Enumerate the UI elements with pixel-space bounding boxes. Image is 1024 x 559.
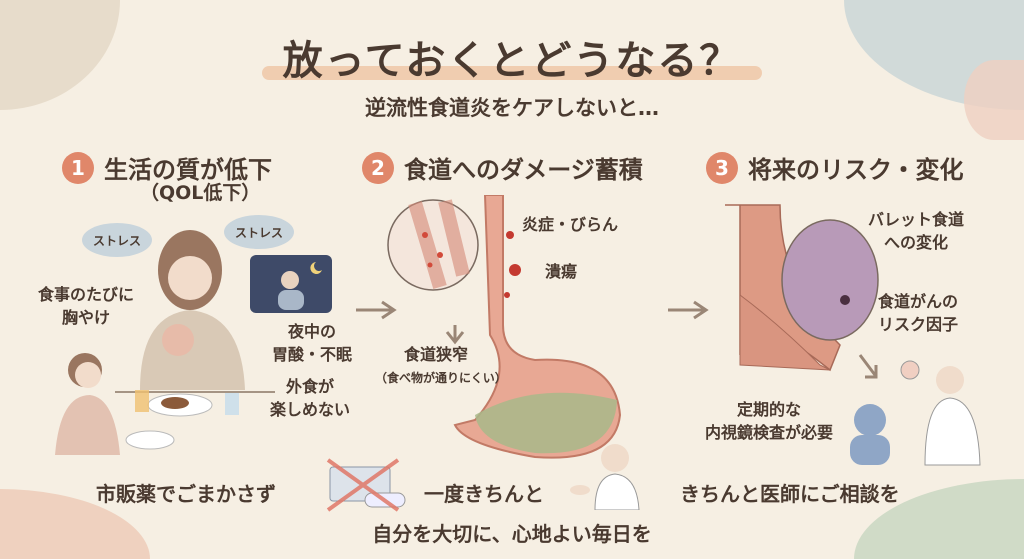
eating-out-label: 外食が楽しめない: [270, 377, 351, 420]
patient: [854, 404, 886, 436]
arrow-down-icon: [445, 325, 465, 345]
speech-bubble-icon: [900, 360, 920, 380]
night-acid-label: 夜中の胃酸・不眠: [272, 322, 353, 365]
stress-bubble: ストレス: [224, 215, 294, 249]
page-subtitle: 逆流性食道炎をケアしないと…: [365, 96, 659, 120]
section-number: 3: [706, 151, 738, 184]
section-title: 食道へのダメージ蓄積: [404, 156, 643, 184]
title-underline: [262, 66, 762, 80]
arrow-right-icon: [356, 300, 397, 320]
crossed-medicine-icon: [326, 458, 406, 512]
stress-bubble: ストレス: [82, 223, 152, 257]
arrow-down-icon: [858, 354, 878, 379]
section-1-subtitle: （QOL低下）: [140, 182, 261, 204]
once-properly-text: 一度きちんと: [424, 482, 544, 506]
inflammation-label: 炎症・びらん: [522, 215, 619, 234]
stricture-label: 食道狭窄: [404, 345, 469, 364]
no-otc-text: 市販薬でごまかさず: [96, 482, 276, 506]
woman-sweater: [140, 310, 245, 390]
watercolor-top-right-pink: [964, 60, 1024, 140]
doctor-icon: [570, 444, 640, 510]
section-3-header: 3 将来のリスク・変化: [706, 150, 964, 185]
stomach: [453, 195, 622, 459]
consult-doctor-text: きちんと医師にご相談を: [680, 482, 900, 506]
esophagus-stomach-illustration: [387, 195, 622, 459]
heartburn-label: 食事のたびに胸やけ: [38, 285, 135, 328]
closing-message: 自分を大切に、心地よい毎日を: [372, 522, 652, 546]
stomach-acid: [475, 392, 617, 454]
moon-icon: [310, 262, 322, 274]
stricture-note: （食べ物が通りにくい）: [375, 371, 507, 385]
cancer-risk-label: 食道がんのリスク因子: [878, 292, 959, 335]
section-2-header: 2 食道へのダメージ蓄積: [362, 150, 643, 185]
section-title: 将来のリスク・変化: [748, 156, 964, 184]
section-number: 1: [62, 151, 94, 184]
endoscopy-label: 定期的な内視鏡検査が必要: [705, 400, 834, 443]
arrow-right-icon: [668, 300, 709, 320]
ulcer-label: 潰瘍: [545, 262, 578, 281]
magnified-barrett-tissue: [781, 219, 879, 341]
section-number: 2: [362, 151, 394, 184]
barrett-label: バレット食道への変化: [868, 210, 965, 253]
page-title: 放っておくとどうなる？: [282, 38, 742, 84]
quality-of-life-illustration: [55, 230, 332, 455]
section-title: 生活の質が低下: [104, 156, 272, 184]
barrett-esophagus-illustration: [725, 204, 981, 466]
section-1-header: 1 生活の質が低下: [62, 150, 272, 185]
doctor: [936, 366, 964, 394]
